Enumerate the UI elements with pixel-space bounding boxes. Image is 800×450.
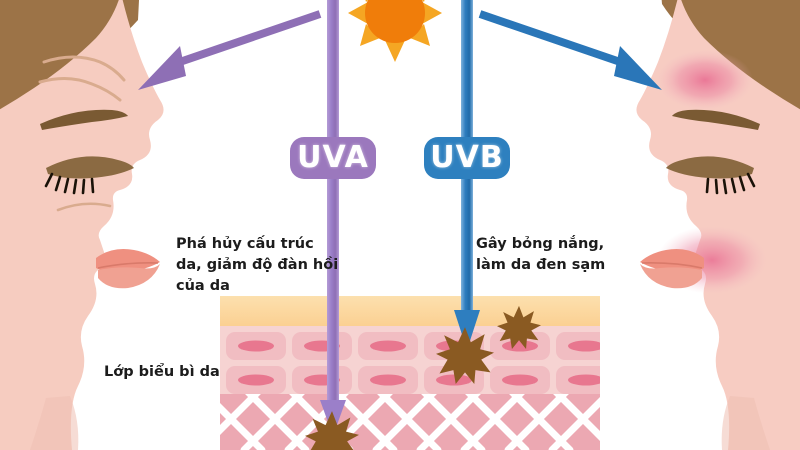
eyelashes-right bbox=[705, 172, 756, 195]
damage-burst-uvb-main bbox=[436, 326, 494, 384]
sunburn-forehead-right bbox=[657, 50, 753, 110]
lip-line-right bbox=[641, 262, 703, 269]
uvb-badge-label: UVB bbox=[430, 140, 504, 175]
sun-core bbox=[365, 0, 425, 43]
eyebrow-left bbox=[40, 109, 128, 130]
lip-upper-right bbox=[640, 249, 704, 273]
uva-shaft bbox=[327, 0, 339, 408]
damage-burst-uva bbox=[305, 410, 359, 450]
uva-diagonal-arrow bbox=[110, 0, 330, 110]
uvb-vertical-arrow bbox=[452, 0, 482, 360]
hair-front-right bbox=[681, 0, 800, 110]
eye-closed-left bbox=[46, 156, 134, 179]
uva-badge-label: UVA bbox=[297, 140, 369, 175]
uva-vertical-arrow bbox=[318, 0, 348, 450]
eyebrow-right bbox=[672, 109, 760, 130]
sun-icon bbox=[330, 0, 460, 76]
face-sunburned bbox=[600, 0, 800, 450]
lip-upper-left bbox=[96, 249, 160, 273]
uva-badge[interactable]: UVA bbox=[290, 137, 376, 179]
damage-burst-uvb-secondary bbox=[497, 305, 541, 349]
wrinkle-undereye-left bbox=[56, 202, 112, 212]
hair-front-left bbox=[0, 0, 119, 110]
dermis-collagen-mesh bbox=[220, 394, 600, 450]
eye-closed-right bbox=[666, 156, 754, 179]
sun-rays bbox=[348, 0, 442, 62]
neck-shade-right bbox=[721, 396, 770, 450]
uvb-badge[interactable]: UVB bbox=[424, 137, 510, 179]
neck-shade-left bbox=[30, 396, 79, 450]
uva-effect-note: Phá hủy cấu trúc da, giảm độ đàn hồi của… bbox=[176, 236, 339, 295]
uvb-arrowhead bbox=[454, 310, 480, 350]
lip-line-left bbox=[97, 262, 159, 269]
face-wrinkled bbox=[0, 0, 200, 450]
uvb-effect-note: Gây bỏng nắng, làm da đen sạm bbox=[476, 236, 606, 274]
eyelashes-left bbox=[44, 172, 95, 195]
epidermis-cell-row-1 bbox=[226, 332, 600, 360]
skin-cross-section bbox=[220, 296, 600, 450]
wrinkle-forehead-1 bbox=[42, 55, 126, 82]
epidermis-label: Lớp biểu bì da bbox=[104, 364, 220, 380]
lip-lower-left bbox=[98, 264, 160, 289]
lip-lower-right bbox=[640, 264, 702, 289]
uvb-diagonal-arrow bbox=[470, 0, 690, 110]
epidermis-cell-row-2 bbox=[226, 366, 600, 394]
layer-stratum-corneum bbox=[220, 296, 600, 326]
wrinkle-forehead-2 bbox=[38, 77, 122, 102]
